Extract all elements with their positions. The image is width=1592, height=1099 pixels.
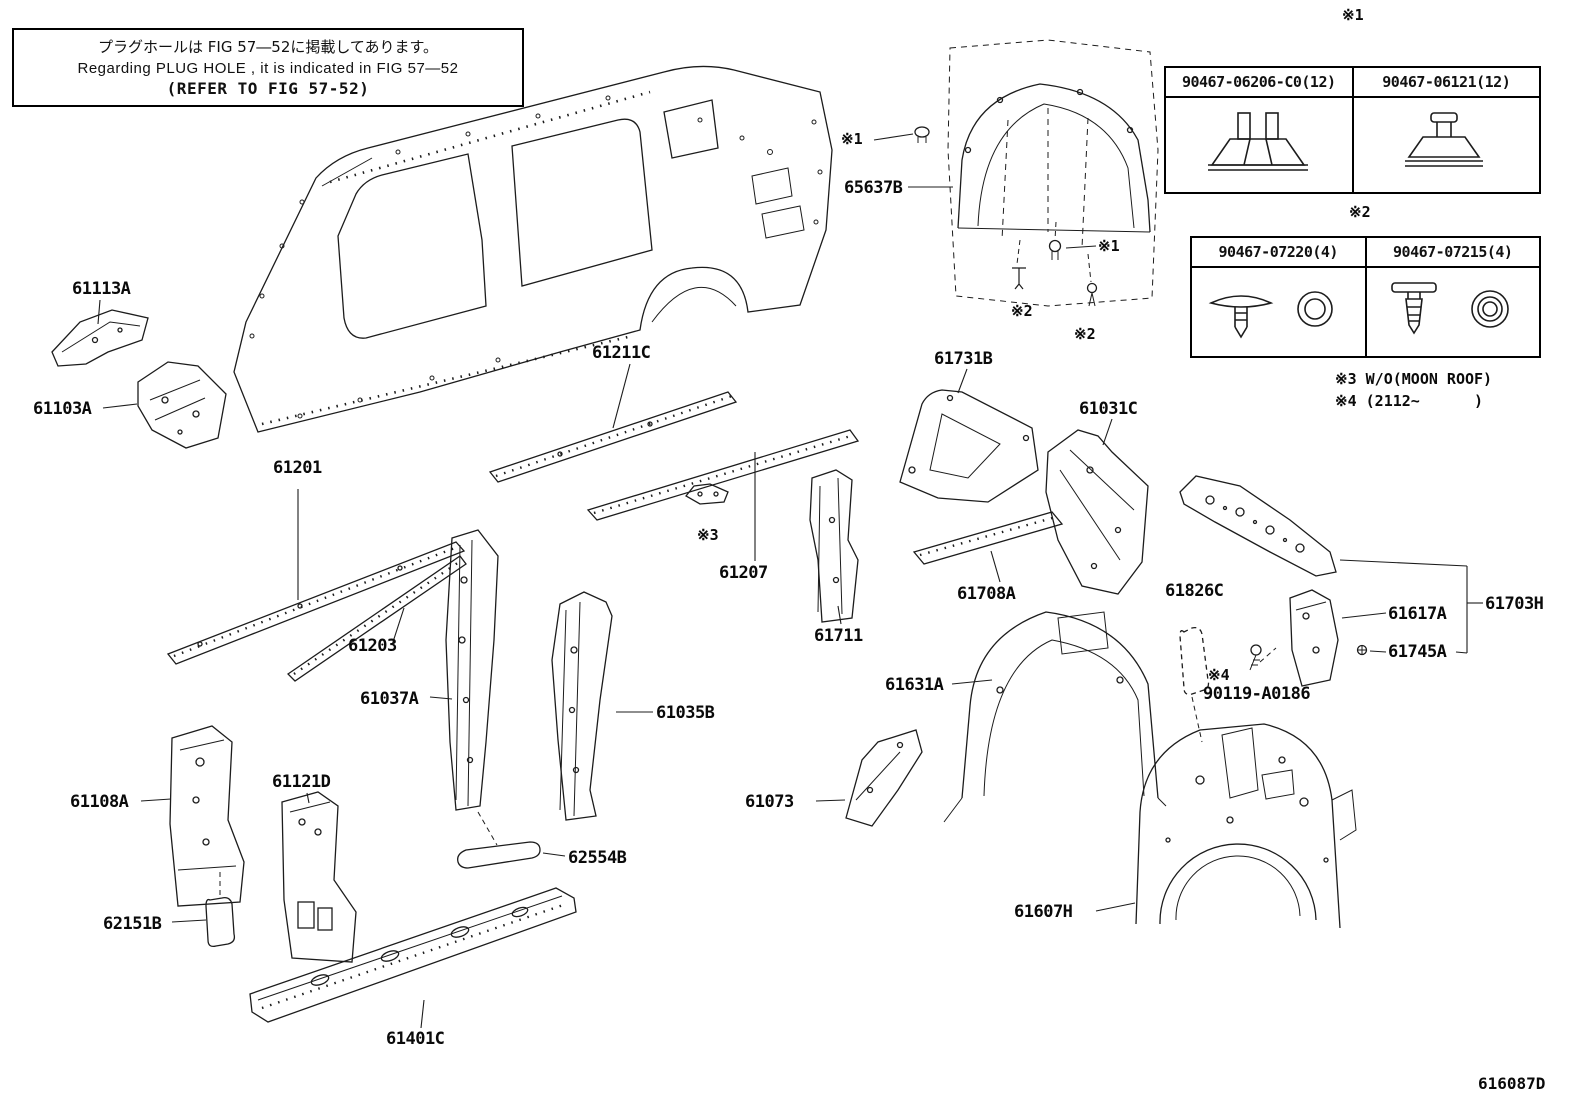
- part-label-90119-a0186: 90119-A0186: [1203, 684, 1311, 704]
- part-sketch-61203: [286, 555, 467, 682]
- part-label-61201: 61201: [273, 458, 322, 478]
- table1-ref-mark: ※1: [1342, 6, 1364, 24]
- fastener-part-number: 90467-07220(4): [1218, 243, 1339, 261]
- footnote-date-range: ※4 (2112~ ): [1335, 392, 1484, 410]
- fastener-table-1: 90467-06206-C0(12) 90467-06121(12): [1164, 66, 1541, 194]
- part-label-61703h: 61703H: [1485, 594, 1544, 614]
- part-label-61207: 61207: [719, 563, 768, 583]
- part-sketch-61401c: [249, 887, 577, 1023]
- part-sketch-61073: [845, 729, 923, 827]
- screw-grommet-icon: [1390, 282, 1509, 335]
- ref-mark-3: ※3: [697, 526, 719, 544]
- part-label-61745a: 61745A: [1388, 642, 1447, 662]
- leader-lines: [97, 133, 1483, 1029]
- part-label-61035b: 61035B: [656, 703, 715, 723]
- part-sketch-61826c: [1179, 626, 1210, 743]
- part-sketch-61121d: [281, 791, 357, 963]
- ref-mark-2: ※2: [1011, 302, 1033, 320]
- part-sketch-61708a: [912, 511, 1064, 565]
- part-label-61711: 61711: [814, 626, 863, 646]
- note-line-en: Regarding PLUG HOLE , it is indicated in…: [77, 60, 459, 77]
- part-label-65637b: 65637B: [844, 178, 903, 198]
- part-label-61031c: 61031C: [1079, 399, 1138, 419]
- part-label-61121d: 61121D: [272, 772, 331, 792]
- part-label-61826c: 61826C: [1165, 581, 1224, 601]
- clip-bracket-icon: [1207, 112, 1308, 171]
- ref-mark-4: ※4: [1208, 666, 1230, 684]
- part-label-62151b: 62151B: [103, 914, 162, 934]
- fastener-part-number: 90467-06121(12): [1351, 68, 1540, 96]
- part-sketch-body-side: [233, 65, 833, 433]
- part-label-61203: 61203: [348, 636, 397, 656]
- part-sketch-61703h: [1179, 475, 1337, 577]
- part-label-61607h: 61607H: [1014, 902, 1073, 922]
- fastener-sketches: [914, 126, 1098, 307]
- ref-mark-1: ※1: [841, 130, 863, 148]
- part-sketch-61211c: [488, 391, 738, 483]
- part-sketch-61201: [166, 541, 466, 665]
- part-sketch-61207: [586, 429, 860, 521]
- part-sketch-90119-bolt: [1249, 644, 1277, 671]
- part-label-61103a: 61103A: [33, 399, 92, 419]
- part-label-61211c: 61211C: [592, 343, 651, 363]
- footnote-moonroof: ※3 W/O(MOON ROOF): [1335, 370, 1493, 388]
- part-sketch-65637b: [947, 39, 1159, 307]
- note-line-jp: プラグホールは FIG 57―52に掲載してあります。: [98, 38, 438, 56]
- part-sketch-61103a: [137, 361, 227, 449]
- ref-mark-2: ※2: [1074, 325, 1096, 343]
- part-sketch-61617a: [1289, 589, 1339, 687]
- push-pin-clip-icon: [1208, 291, 1334, 339]
- part-sketch-61711: [809, 469, 859, 623]
- part-sketch-61631a: [943, 611, 1167, 823]
- part-sketch-62151b: [205, 896, 236, 948]
- fastener-part-number: 90467-07215(4): [1364, 238, 1540, 266]
- part-sketch-61031c: [1045, 429, 1149, 595]
- part-label-62554b: 62554B: [568, 848, 627, 868]
- part-label-61731b: 61731B: [934, 349, 993, 369]
- part-sketch-62554b: [457, 841, 541, 869]
- part-label-61037a: 61037A: [360, 689, 419, 709]
- part-sketch-61108a: [169, 725, 245, 907]
- part-sketch-61037a: [445, 529, 499, 846]
- part-label-61708a: 61708A: [957, 584, 1016, 604]
- part-sketch-61035b: [551, 591, 613, 821]
- part-label-61631a: 61631A: [885, 675, 944, 695]
- note-line-ref: (REFER TO FIG 57-52): [166, 79, 370, 98]
- part-sketch-61731b: [899, 389, 1039, 503]
- part-label-61108a: 61108A: [70, 792, 129, 812]
- plug-hole-note: プラグホールは FIG 57―52に掲載してあります。 Regarding PL…: [12, 28, 524, 107]
- part-label-61113a: 61113A: [72, 279, 131, 299]
- part-label-61617a: 61617A: [1388, 604, 1447, 624]
- ref-mark-1: ※1: [1098, 237, 1120, 255]
- fastener-part-number: 90467-06206-C0(12): [1181, 73, 1336, 91]
- diagram-id: 616087D: [1478, 1074, 1546, 1093]
- part-sketch-moonroof-bracket: [685, 483, 729, 505]
- clip-rivet-icon: [1405, 112, 1484, 167]
- part-sketch-61113a: [51, 309, 149, 367]
- part-sketch-61745a: [1356, 644, 1368, 656]
- table2-ref-mark: ※2: [1349, 203, 1371, 221]
- part-sketch-61607h: [1135, 723, 1357, 929]
- part-label-61401c: 61401C: [386, 1029, 445, 1049]
- fastener-table-2: 90467-07220(4) 90467-07215(4): [1190, 236, 1541, 358]
- part-label-61073: 61073: [745, 792, 794, 812]
